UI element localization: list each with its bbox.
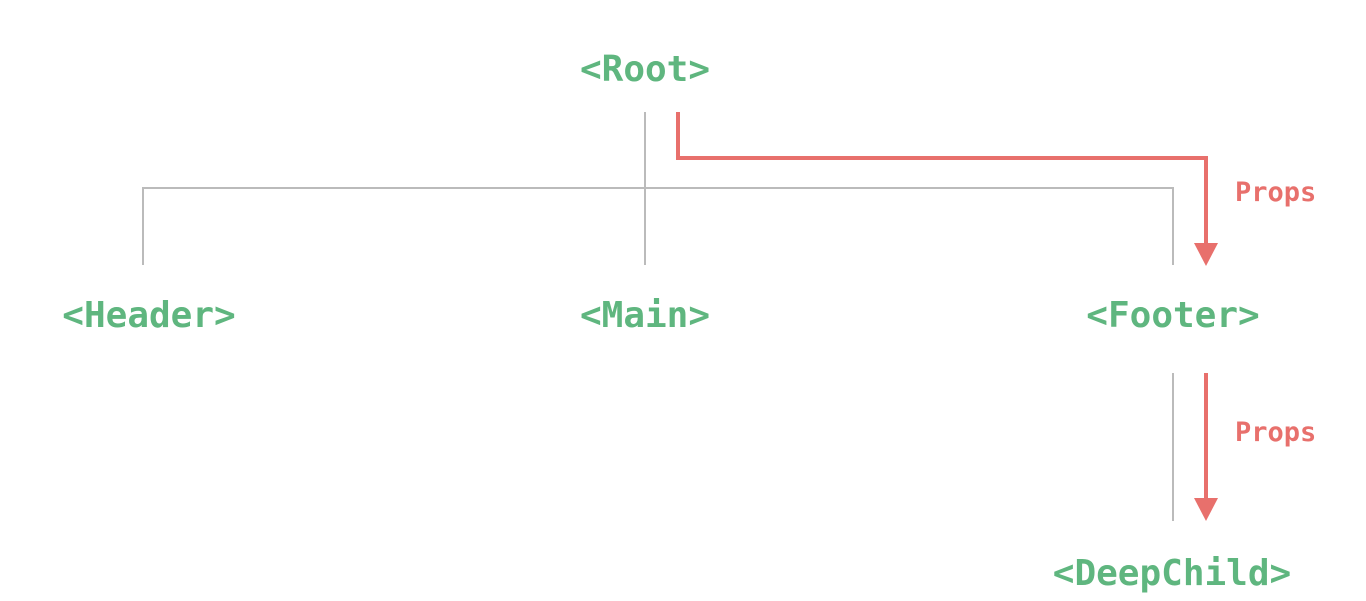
node-deep-child: <DeepChild> — [1053, 553, 1291, 594]
node-main: <Main> — [580, 295, 710, 336]
props-arrowhead-footer — [1194, 243, 1218, 266]
tree-connectors — [142, 112, 1174, 521]
node-footer: <Footer> — [1086, 295, 1259, 336]
props-arrows — [676, 112, 1218, 521]
props-arrowhead-deepchild — [1194, 498, 1218, 521]
node-root: <Root> — [580, 49, 710, 90]
props-arrow-root-to-footer — [676, 112, 1208, 246]
props-label-root-to-footer: Props — [1235, 177, 1316, 208]
node-header: <Header> — [62, 295, 235, 336]
props-label-footer-to-deepchild: Props — [1235, 417, 1316, 448]
